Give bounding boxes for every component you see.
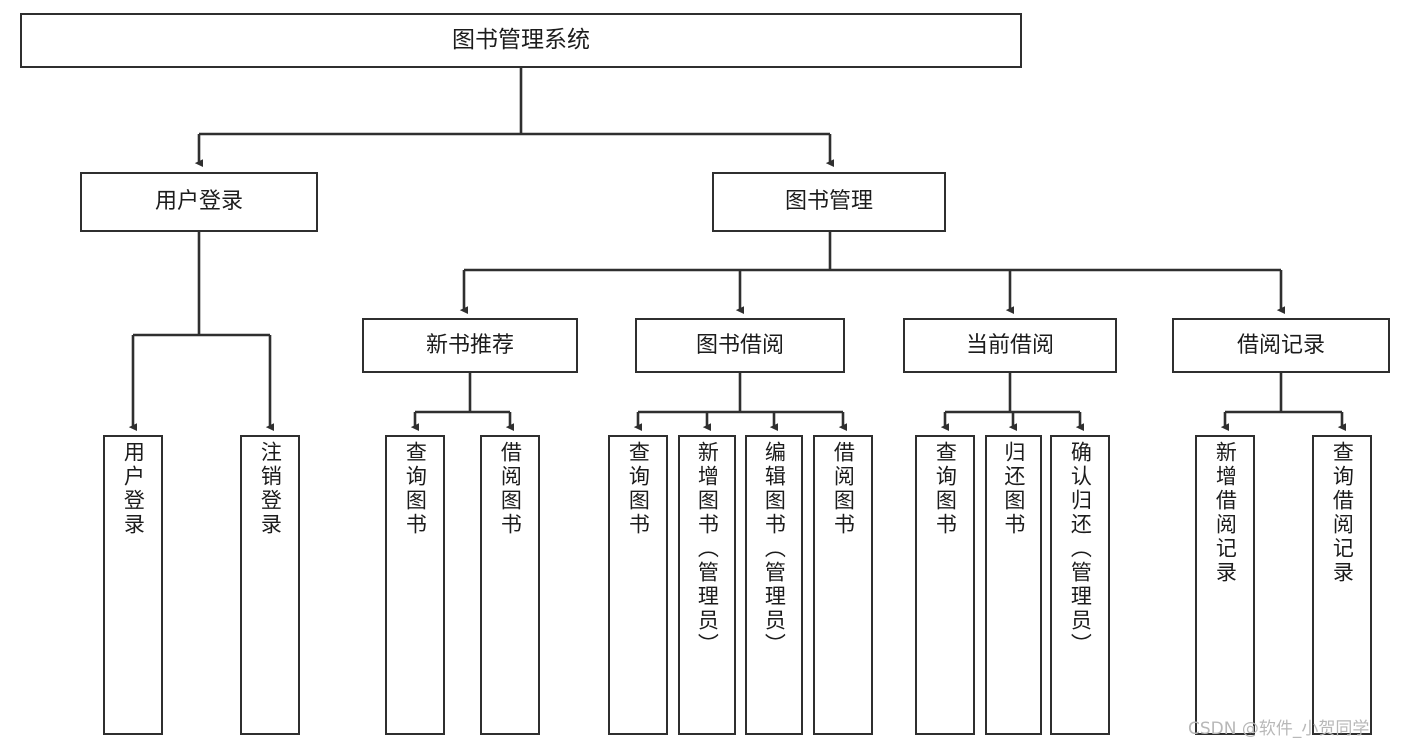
node-label: 新增借阅记录 [1213,441,1238,585]
node-label: 新书推荐 [425,332,514,358]
leaf-recommend-borrow-book[interactable]: 借阅图书 [480,435,540,735]
node-label: 注销登录 [258,441,283,537]
node-label: 借阅图书 [498,441,523,537]
leaf-record-add-record[interactable]: 新增借阅记录 [1195,435,1255,735]
leaf-current-return-book[interactable]: 归还图书 [985,435,1042,735]
node-book-management[interactable]: 图书管理 [712,172,946,232]
node-label: 用户登录 [154,189,243,215]
node-label: 编辑图书（管理员） [762,441,787,657]
leaf-current-query-book[interactable]: 查询图书 [915,435,975,735]
node-new-book-recommend[interactable]: 新书推荐 [362,318,578,373]
node-label: 查询借阅记录 [1330,441,1355,585]
node-current-borrow[interactable]: 当前借阅 [903,318,1117,373]
node-label: 归还图书 [1001,441,1026,537]
node-label: 图书借阅 [695,332,784,358]
node-label: 新增图书（管理员） [695,441,720,657]
leaf-borrow-query-book[interactable]: 查询图书 [608,435,668,735]
node-label: 确认归还（管理员） [1068,441,1093,657]
node-label: 借阅记录 [1236,332,1325,358]
node-user-login[interactable]: 用户登录 [80,172,318,232]
node-label: 用户登录 [121,441,146,537]
leaf-recommend-query-book[interactable]: 查询图书 [385,435,445,735]
node-label: 查询图书 [626,441,651,537]
node-label: 查询图书 [933,441,958,537]
node-label: 借阅图书 [831,441,856,537]
leaf-borrow-add-book-admin[interactable]: 新增图书（管理员） [678,435,736,735]
leaf-borrow-edit-book-admin[interactable]: 编辑图书（管理员） [745,435,803,735]
node-label: 图书管理系统 [452,26,590,53]
node-root-book-management-system[interactable]: 图书管理系统 [20,13,1022,68]
node-label: 当前借阅 [965,332,1054,358]
leaf-user-login-logout[interactable]: 注销登录 [240,435,300,735]
node-book-borrow[interactable]: 图书借阅 [635,318,845,373]
node-label: 查询图书 [403,441,428,537]
leaf-record-query-record[interactable]: 查询借阅记录 [1312,435,1372,735]
leaf-user-login-login[interactable]: 用户登录 [103,435,163,735]
node-borrow-record[interactable]: 借阅记录 [1172,318,1390,373]
leaf-borrow-borrow-book[interactable]: 借阅图书 [813,435,873,735]
csdn-watermark: CSDN @软件_小贺同学 [1188,719,1370,739]
leaf-current-confirm-return-admin[interactable]: 确认归还（管理员） [1050,435,1110,735]
node-label: 图书管理 [784,189,873,215]
